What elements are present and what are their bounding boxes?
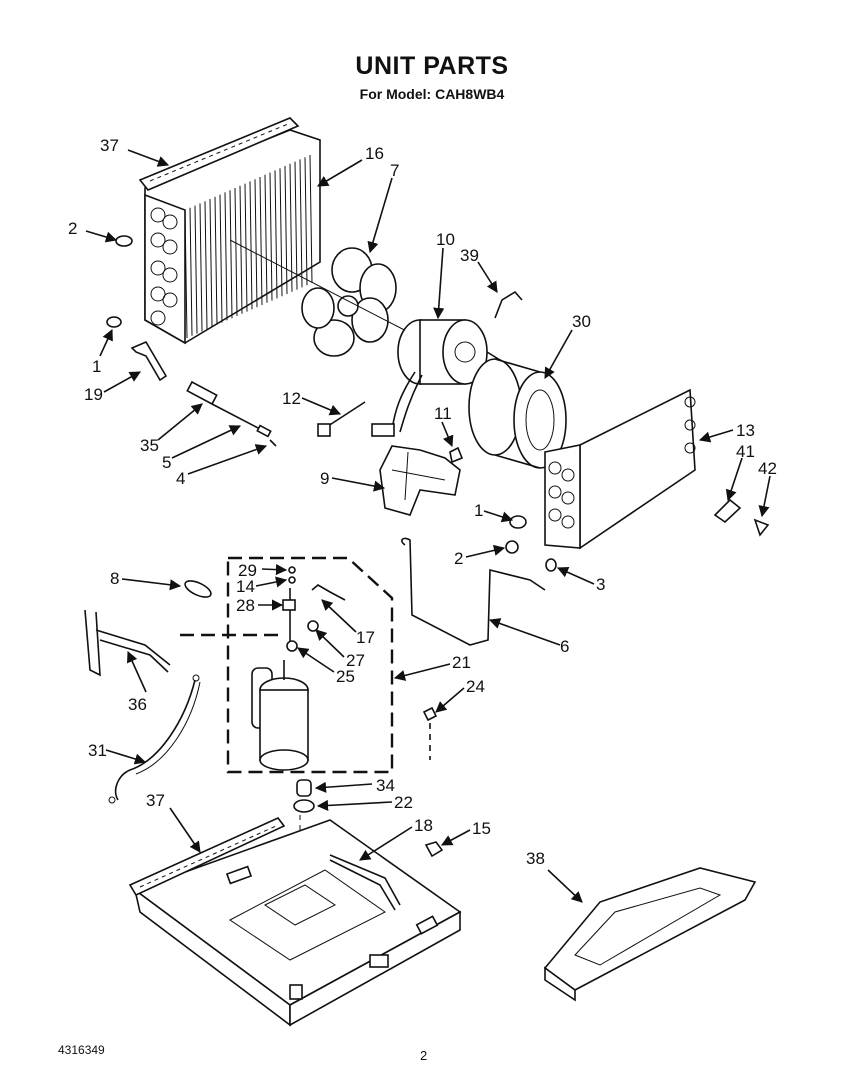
wire-harness bbox=[108, 674, 201, 804]
callout-21: 21 bbox=[452, 653, 471, 672]
page-title: UNIT PARTS bbox=[355, 52, 509, 80]
callout-18: 18 bbox=[414, 816, 433, 835]
callout-2-top: 2 bbox=[68, 219, 77, 238]
grommet-2-top bbox=[115, 235, 133, 247]
refrigerant-tube bbox=[401, 537, 546, 646]
bracket-41 bbox=[713, 498, 742, 524]
callout-36: 36 bbox=[128, 695, 147, 714]
grommet-2-right bbox=[505, 540, 519, 554]
callout-6: 6 bbox=[560, 637, 569, 656]
nut-24 bbox=[422, 706, 438, 722]
callout-28: 28 bbox=[236, 596, 255, 615]
evaporator-coil bbox=[544, 388, 696, 550]
model-subtitle: For Model: CAH8WB4 bbox=[359, 86, 505, 102]
grommet-1-left bbox=[106, 316, 122, 328]
callout-16: 16 bbox=[365, 144, 384, 163]
callout-39: 39 bbox=[460, 246, 479, 265]
callout-11: 11 bbox=[434, 404, 452, 423]
clip-4 bbox=[269, 439, 277, 447]
callout-3: 3 bbox=[596, 575, 605, 594]
callout-38: 38 bbox=[526, 849, 545, 868]
callout-15: 15 bbox=[472, 819, 491, 838]
callout-8: 8 bbox=[110, 569, 119, 588]
insulation-strip-bottom bbox=[128, 817, 286, 897]
callout-1-left: 1 bbox=[92, 357, 101, 376]
callout-30: 30 bbox=[572, 312, 591, 331]
grommet-1-right bbox=[509, 515, 527, 529]
callout-24: 24 bbox=[466, 677, 485, 696]
callout-42: 42 bbox=[758, 459, 777, 478]
callout-13: 13 bbox=[736, 421, 755, 440]
heater-element bbox=[84, 609, 171, 677]
fan-motor bbox=[371, 319, 501, 437]
callout-37-top: 37 bbox=[100, 136, 119, 155]
callout-17: 17 bbox=[356, 628, 375, 647]
callout-leaders bbox=[85, 149, 771, 903]
callout-7: 7 bbox=[390, 161, 399, 180]
callout-10: 10 bbox=[436, 230, 455, 249]
blower-wheel bbox=[468, 358, 567, 469]
callout-1-right: 1 bbox=[474, 501, 483, 520]
spacer-22 bbox=[293, 799, 315, 813]
capacitor-strap-12 bbox=[317, 401, 366, 437]
callout-37-bottom: 37 bbox=[146, 791, 165, 810]
nut-11 bbox=[449, 446, 464, 464]
callout-27: 27 bbox=[346, 651, 365, 670]
callout-9: 9 bbox=[320, 469, 329, 488]
clip bbox=[494, 290, 523, 319]
clip-42 bbox=[753, 518, 770, 537]
callout-19: 19 bbox=[84, 385, 103, 404]
insulation-strip-top bbox=[138, 117, 300, 191]
callout-25: 25 bbox=[336, 667, 355, 686]
callout-4: 4 bbox=[176, 469, 185, 488]
grommet-3 bbox=[545, 558, 557, 572]
fan-blade bbox=[301, 247, 397, 357]
callout-22: 22 bbox=[394, 793, 413, 812]
callout-31: 31 bbox=[88, 741, 107, 760]
condenser-coil bbox=[144, 129, 321, 345]
callout-14: 14 bbox=[236, 577, 255, 596]
grommet-34 bbox=[296, 779, 312, 797]
tool-19 bbox=[130, 340, 168, 382]
callout-5: 5 bbox=[162, 453, 171, 472]
callout-2-right: 2 bbox=[454, 549, 463, 568]
document-number: 4316349 bbox=[58, 1043, 105, 1057]
motor-mount-bracket bbox=[379, 445, 461, 516]
base-pan bbox=[133, 819, 462, 1027]
callout-12: 12 bbox=[282, 389, 301, 408]
callout-numbers: 37 16 7 2 10 39 30 1 19 12 11 13 35 5 4 … bbox=[68, 136, 777, 868]
callout-41: 41 bbox=[736, 442, 755, 461]
page-number: 2 bbox=[420, 1048, 428, 1063]
callout-35: 35 bbox=[140, 436, 159, 455]
drain-pan bbox=[543, 867, 757, 1002]
screw-15 bbox=[424, 841, 444, 858]
grommet-8 bbox=[184, 580, 212, 598]
callout-29: 29 bbox=[238, 561, 257, 580]
callout-34: 34 bbox=[376, 776, 395, 795]
thermistor-sensor bbox=[186, 380, 272, 438]
